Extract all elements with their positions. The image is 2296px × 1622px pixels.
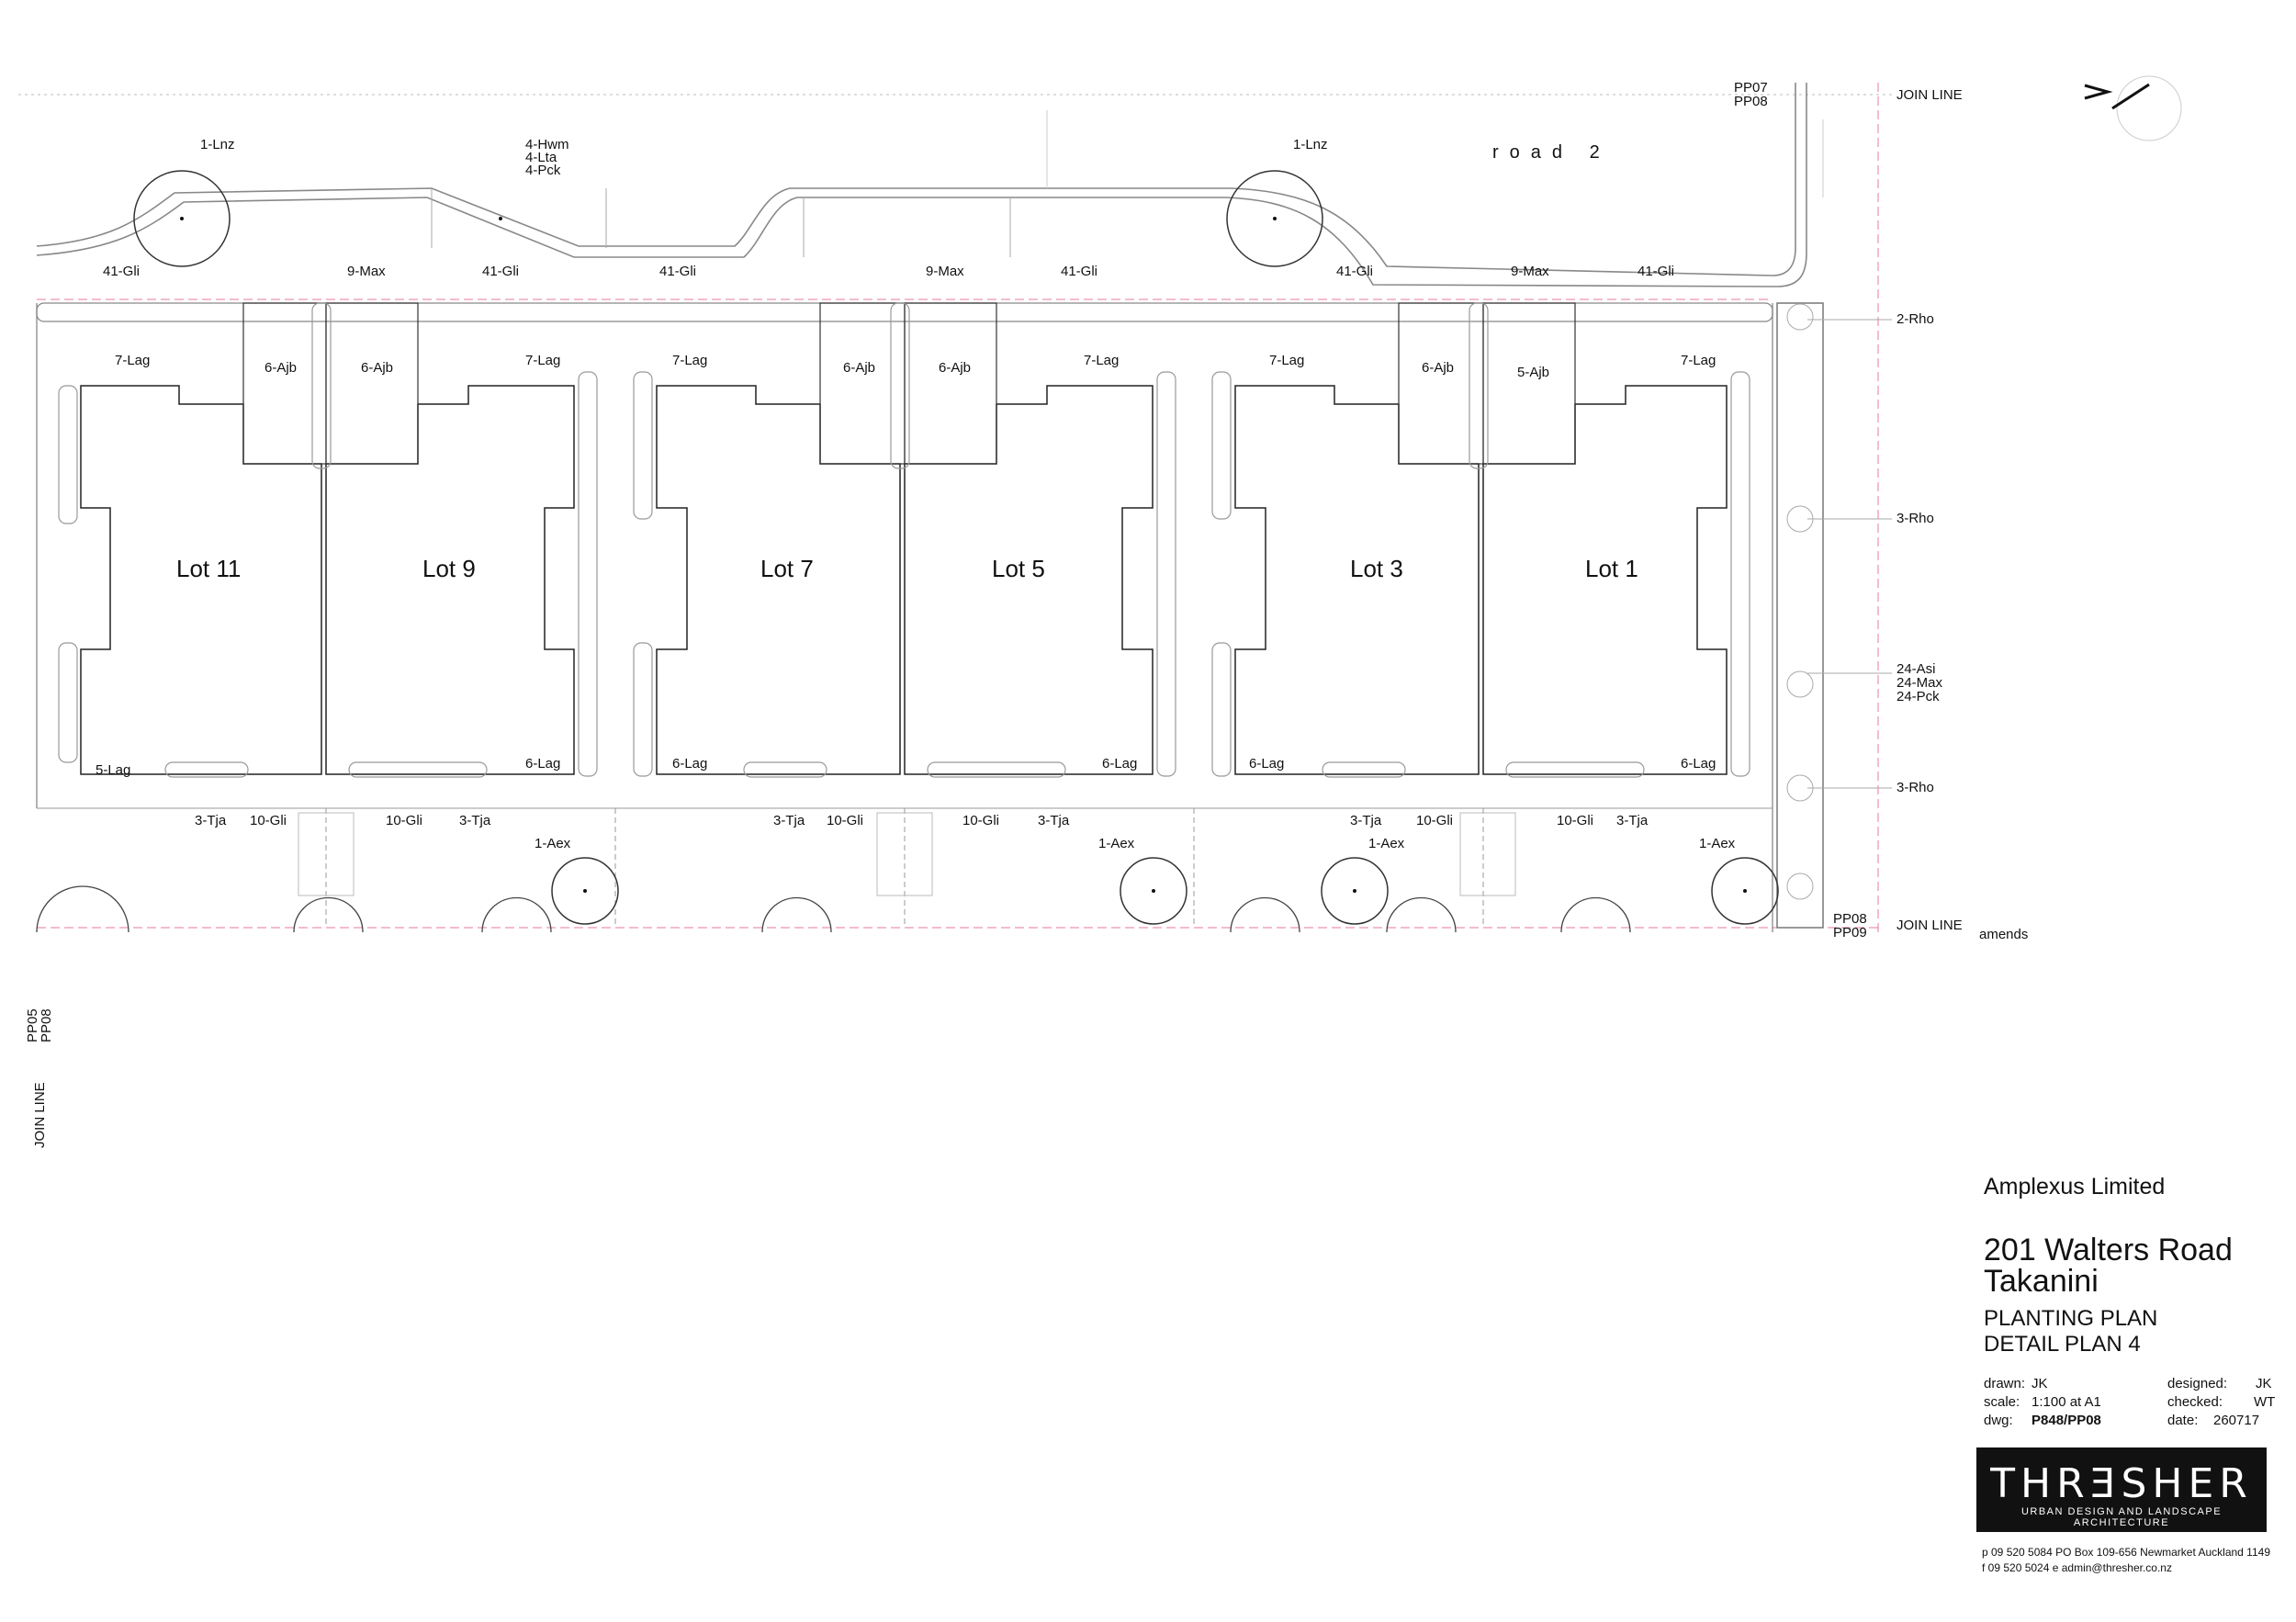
lot-label: Lot 11 xyxy=(176,555,241,582)
trees xyxy=(133,170,1779,925)
plant-label: 7-Lag xyxy=(1084,353,1119,368)
plant-label: 1-Aex xyxy=(1368,836,1405,851)
checked-value: WT xyxy=(2254,1394,2276,1410)
plant-label: 2-Rho xyxy=(1896,311,1934,327)
plant-label: 41-Gli xyxy=(482,264,519,279)
dwg-label: dwg: xyxy=(1984,1413,2013,1428)
plant-label: 1-Aex xyxy=(535,836,571,851)
date-label: date: xyxy=(2167,1413,2199,1428)
plant-label: 1-Lnz xyxy=(200,137,235,152)
top-join-line: JOIN LINE xyxy=(1896,87,1963,103)
road-kerb xyxy=(36,83,1807,287)
plant-label: 6-Ajb xyxy=(264,360,297,376)
company-logo: THRƎSHER URBAN DESIGN AND LANDSCAPE ARCH… xyxy=(1976,1447,2267,1532)
drawing-title: PLANTING PLAN xyxy=(1984,1306,2158,1331)
plant-label: 3-Rho xyxy=(1896,511,1934,526)
top-ref-1: PP07 xyxy=(1734,80,1768,96)
plant-label: 5-Ajb xyxy=(1517,365,1549,380)
plant-label: 10-Gli xyxy=(386,813,422,828)
plant-label: 24-Pck xyxy=(1896,689,1940,704)
address-line-2: Takanini xyxy=(1984,1264,2099,1299)
lots-group xyxy=(80,385,1728,775)
plant-label: 9-Max xyxy=(1511,264,1549,279)
plant-label: 41-Gli xyxy=(1061,264,1097,279)
logo-wordmark: THRƎSHER xyxy=(1990,1460,2253,1507)
plant-label: 4-Pck xyxy=(525,163,561,178)
plant-label: 41-Gli xyxy=(103,264,140,279)
plant-label: 9-Max xyxy=(926,264,964,279)
plant-label: 1-Aex xyxy=(1699,836,1736,851)
plant-label: 6-Lag xyxy=(672,756,707,772)
client-name: Amplexus Limited xyxy=(1984,1174,2166,1200)
left-join-line: JOIN LINE xyxy=(32,1082,48,1148)
lot-label: Lot 9 xyxy=(422,555,476,582)
plant-label: 10-Gli xyxy=(962,813,999,828)
plant-label: 3-Tja xyxy=(1616,813,1649,828)
plant-label: 3-Tja xyxy=(459,813,491,828)
plant-label: 5-Lag xyxy=(96,762,130,778)
plant-label: 3-Tja xyxy=(1350,813,1382,828)
designed-label: designed: xyxy=(2167,1376,2228,1391)
top-ref-2: PP08 xyxy=(1734,94,1768,109)
left-ref-2: PP08 xyxy=(39,1008,54,1042)
road-label: road 2 xyxy=(1492,142,1611,163)
right-ref-1: PP08 xyxy=(1833,911,1867,927)
plant-label: 6-Lag xyxy=(1249,756,1284,772)
plant-label: 41-Gli xyxy=(659,264,696,279)
plant-label: 7-Lag xyxy=(1269,353,1304,368)
plant-label: 6-Ajb xyxy=(1422,360,1454,376)
plant-label: 7-Lag xyxy=(525,353,560,368)
logo-tagline: URBAN DESIGN AND LANDSCAPE ARCHITECTURE xyxy=(2020,1506,2223,1528)
drawn-value: JK xyxy=(2032,1376,2048,1391)
plant-label: 6-Ajb xyxy=(843,360,875,376)
plant-label: 41-Gli xyxy=(1336,264,1373,279)
lot-label: Lot 5 xyxy=(992,555,1045,582)
address-line-1: 201 Walters Road xyxy=(1984,1233,2233,1267)
plant-label: 6-Ajb xyxy=(939,360,971,376)
designed-value: JK xyxy=(2256,1376,2272,1391)
plant-label: 3-Tja xyxy=(1038,813,1070,828)
plant-label: 6-Ajb xyxy=(361,360,393,376)
plant-label: 4-Lta xyxy=(525,150,557,165)
plant-label: 9-Max xyxy=(347,264,386,279)
plant-label: 7-Lag xyxy=(115,353,150,368)
right-join-line: JOIN LINE xyxy=(1896,918,1963,933)
drawing-subtitle: DETAIL PLAN 4 xyxy=(1984,1332,2141,1357)
plant-label: 10-Gli xyxy=(1416,813,1453,828)
lot-label: Lot 3 xyxy=(1350,555,1403,582)
plant-label: 3-Rho xyxy=(1896,780,1934,795)
lot-label: Lot 1 xyxy=(1585,555,1638,582)
plant-label: 10-Gli xyxy=(1557,813,1593,828)
plant-label: 4-Hwm xyxy=(525,137,569,152)
plant-label: 41-Gli xyxy=(1638,264,1674,279)
right-ref-2: PP09 xyxy=(1833,925,1867,941)
scale-value: 1:100 at A1 xyxy=(2032,1394,2101,1410)
plant-label: 24-Asi xyxy=(1896,661,1936,677)
checked-label: checked: xyxy=(2167,1394,2223,1410)
plant-label: 3-Tja xyxy=(773,813,805,828)
amends-label: amends xyxy=(1979,927,2028,942)
contact-line-1: p 09 520 5084 PO Box 109-656 Newmarket A… xyxy=(1982,1546,2270,1559)
lot-label: Lot 7 xyxy=(760,555,814,582)
date-value: 260717 xyxy=(2213,1413,2260,1428)
left-ref-1: PP05 xyxy=(25,1008,40,1042)
plant-label: 7-Lag xyxy=(1681,353,1716,368)
plant-label: 6-Lag xyxy=(525,756,560,772)
plant-label: 10-Gli xyxy=(827,813,863,828)
dwg-value: P848/PP08 xyxy=(2032,1413,2101,1428)
plant-label: 10-Gli xyxy=(250,813,287,828)
plant-label: 1-Aex xyxy=(1098,836,1135,851)
scale-label: scale: xyxy=(1984,1394,2020,1410)
plant-label: 24-Max xyxy=(1896,675,1943,691)
plant-label: 7-Lag xyxy=(672,353,707,368)
contact-line-2: f 09 520 5024 e admin@thresher.co.nz xyxy=(1982,1561,2172,1574)
plant-label: 3-Tja xyxy=(195,813,227,828)
drawn-label: drawn: xyxy=(1984,1376,2026,1391)
plant-label: 6-Lag xyxy=(1681,756,1716,772)
plant-label: 6-Lag xyxy=(1102,756,1137,772)
plant-label: 1-Lnz xyxy=(1293,137,1328,152)
north-arrow-icon xyxy=(2084,75,2182,141)
